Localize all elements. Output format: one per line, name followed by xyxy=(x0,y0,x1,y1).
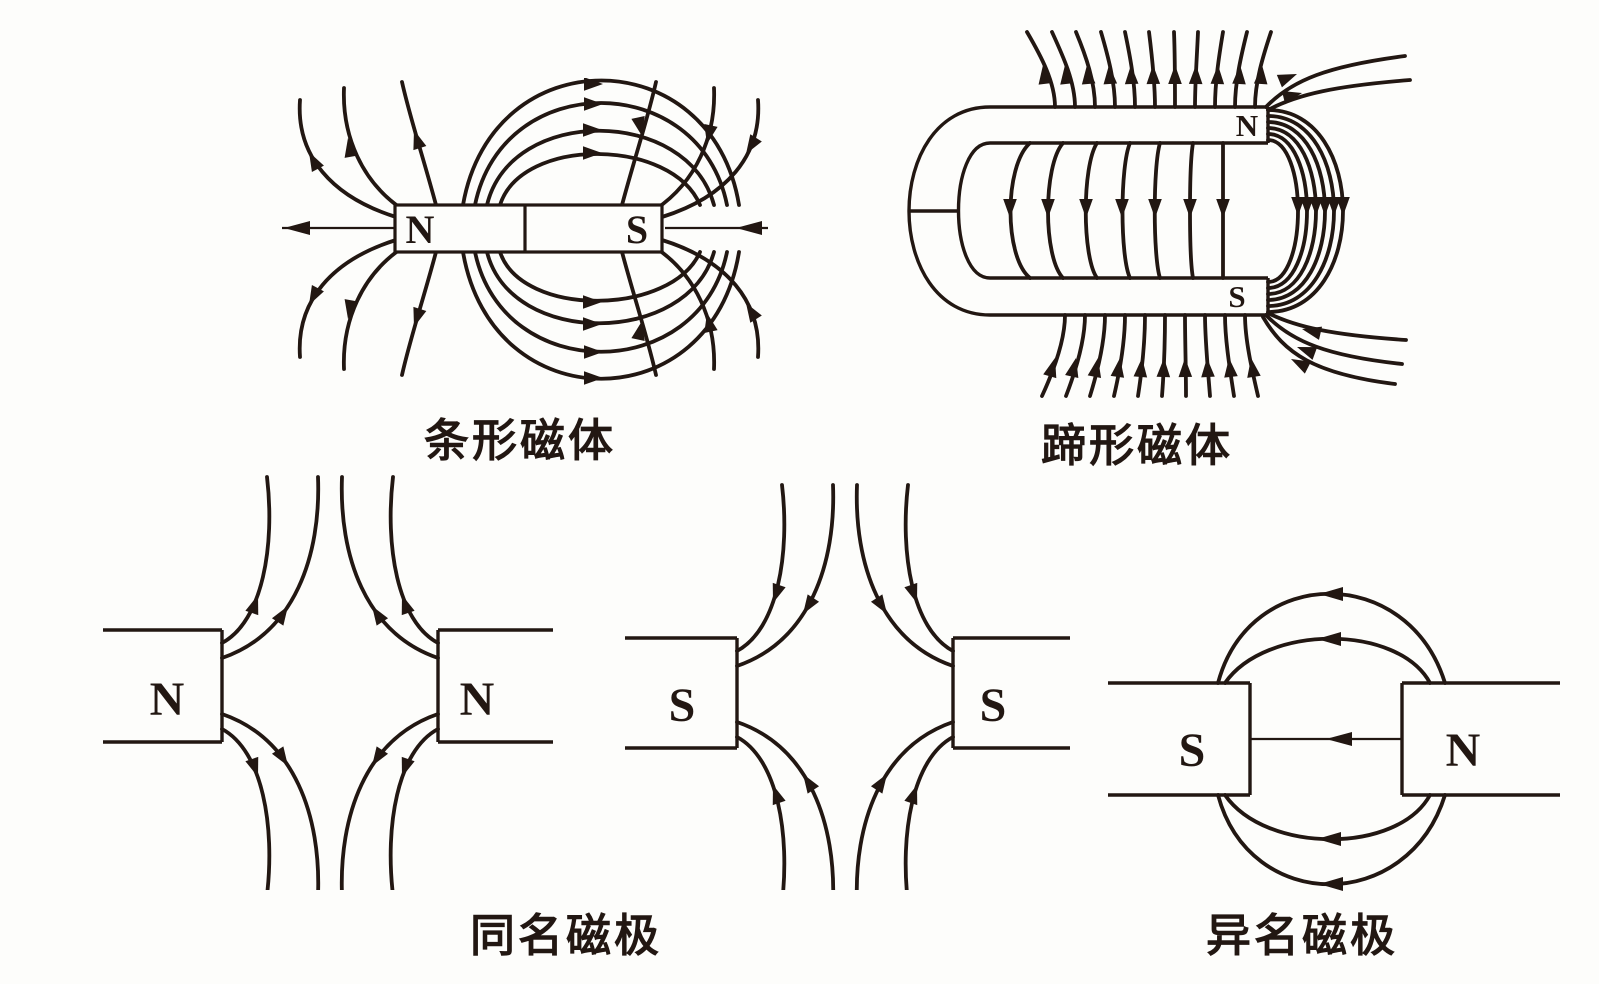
horseshoe-field-lines xyxy=(1003,30,1412,398)
horseshoe-n-label: N xyxy=(1236,108,1258,143)
sn-field-lines xyxy=(1216,587,1447,891)
bar-magnet-body xyxy=(393,203,664,254)
nn-pole-blocks xyxy=(103,628,553,744)
ss-right-label: S xyxy=(980,679,1007,732)
caption-unlike-poles: 异名磁极 xyxy=(1205,911,1398,961)
horseshoe-magnet-diagram: N S xyxy=(907,30,1412,398)
sn-n-label: N xyxy=(1446,724,1481,777)
ss-left-label: S xyxy=(669,679,696,732)
like-poles-ss-diagram: S S xyxy=(625,483,1070,890)
bar-magnet-diagram: N S xyxy=(282,78,768,385)
nn-right-label: N xyxy=(460,673,495,726)
caption-bar-magnet: 条形磁体 xyxy=(423,416,616,466)
nn-field-lines xyxy=(220,475,440,890)
horseshoe-s-label: S xyxy=(1228,279,1245,314)
like-poles-nn-diagram: N N xyxy=(103,475,553,890)
ss-field-lines xyxy=(735,483,955,890)
ss-pole-blocks xyxy=(625,636,1070,750)
nn-left-label: N xyxy=(150,673,185,726)
unlike-poles-diagram: S N xyxy=(1108,587,1560,891)
bar-magnet-s-label: S xyxy=(626,207,648,252)
bar-magnet-field-lines xyxy=(282,78,768,385)
horseshoe-magnet-body xyxy=(907,105,1270,317)
caption-horseshoe-magnet: 蹄形磁体 xyxy=(1040,421,1233,471)
sn-pole-blocks xyxy=(1108,681,1560,797)
sn-s-label: S xyxy=(1179,724,1206,777)
bar-magnet-n-label: N xyxy=(406,207,435,252)
caption-like-poles: 同名磁极 xyxy=(469,911,662,961)
